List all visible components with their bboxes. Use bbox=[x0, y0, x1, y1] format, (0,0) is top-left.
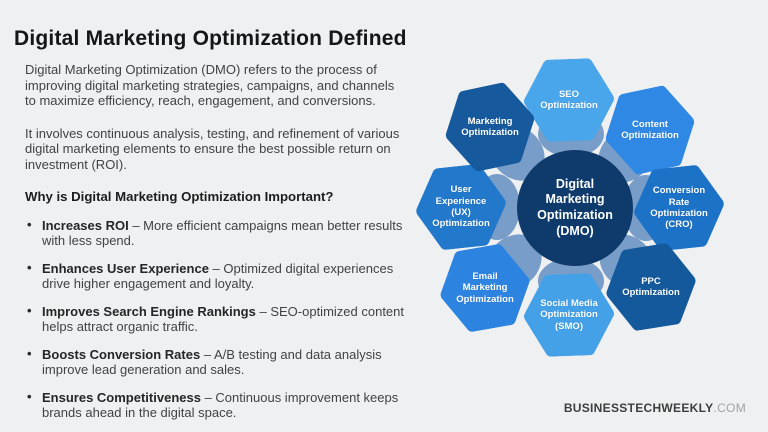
importance-heading: Why is Digital Marketing Optimization Im… bbox=[25, 189, 334, 204]
bullet-text: – Continuous improvement keeps brands ah… bbox=[42, 389, 399, 421]
bullet-title: Ensures Competitiveness bbox=[42, 389, 201, 405]
hex-seo-optimization: SEO Optimization bbox=[524, 58, 614, 142]
hex-label: Content Optimization bbox=[621, 118, 679, 141]
bullet-text: – SEO-optimized content helps attract or… bbox=[42, 303, 405, 335]
bullet-title: Boosts Conversion Rates bbox=[42, 346, 201, 362]
bullet-text: – Optimized digital experiences drive hi… bbox=[42, 260, 394, 292]
bullet-title: Enhances User Experience bbox=[42, 260, 209, 276]
hex-ppc-optimization: PPC Optimization bbox=[606, 243, 696, 331]
list-item: Increases ROI – More efficient campaigns… bbox=[25, 217, 405, 249]
list-item: Ensures Competitiveness – Continuous imp… bbox=[25, 389, 405, 421]
intro-paragraph-1: Digital Marketing Optimization (DMO) ref… bbox=[25, 62, 395, 108]
hex-conversion-rate-optimization: Conversion Rate Optimization (CRO) bbox=[634, 165, 724, 251]
hex-label: PPC Optimization bbox=[622, 275, 680, 298]
bullet-title: Improves Search Engine Rankings bbox=[42, 303, 256, 319]
hexagon-shape bbox=[605, 85, 695, 175]
brand-domain: .COM bbox=[713, 401, 746, 415]
list-item: Boosts Conversion Rates – A/B testing an… bbox=[25, 346, 405, 378]
hexagon-shape bbox=[416, 164, 506, 250]
footer-brand: BUSINESSTECHWEEKLY.COM bbox=[564, 401, 746, 415]
center-node-label: Digital Marketing Optimization (DMO) bbox=[537, 176, 613, 238]
hex-label: Email Marketing Optimization bbox=[456, 270, 514, 305]
hex-label: Marketing Optimization bbox=[461, 115, 519, 138]
page-title: Digital Marketing Optimization Defined bbox=[14, 27, 407, 51]
hex-marketing-optimization: Marketing Optimization bbox=[445, 82, 535, 172]
hexagon-shape bbox=[445, 82, 535, 172]
hex-user-experience-optimization: User Experience (UX) Optimization bbox=[416, 164, 506, 250]
center-node-dmo: Digital Marketing Optimization (DMO) bbox=[517, 150, 633, 266]
hexagon-shape bbox=[440, 244, 530, 332]
hex-label: SEO Optimization bbox=[540, 88, 598, 111]
bullet-text: – A/B testing and data analysis improve … bbox=[42, 346, 382, 378]
bullet-title: Increases ROI bbox=[42, 217, 129, 233]
list-item: Enhances User Experience – Optimized dig… bbox=[25, 260, 405, 292]
intro-paragraph-2: It involves continuous analysis, testing… bbox=[25, 125, 400, 172]
hexagon-shape bbox=[606, 243, 696, 331]
benefits-list: Increases ROI – More efficient campaigns… bbox=[25, 217, 405, 421]
hex-content-optimization: Content Optimization bbox=[605, 85, 695, 175]
bullet-text: – More efficient campaigns mean better r… bbox=[42, 217, 403, 249]
hex-label: User Experience (UX) Optimization bbox=[432, 184, 490, 230]
list-item: Improves Search Engine Rankings – SEO-op… bbox=[25, 303, 405, 335]
hexagon-shape bbox=[524, 58, 614, 142]
hex-social-media-optimization: Social Media Optimization (SMO) bbox=[524, 273, 614, 357]
hex-email-marketing-optimization: Email Marketing Optimization bbox=[440, 244, 530, 332]
hex-label: Social Media Optimization (SMO) bbox=[540, 297, 598, 332]
hexagon-shape bbox=[524, 273, 614, 357]
brand-name: BUSINESSTECHWEEKLY bbox=[563, 401, 714, 415]
hex-label: Conversion Rate Optimization (CRO) bbox=[650, 185, 708, 231]
text-column: Digital Marketing Optimization (DMO) ref… bbox=[25, 62, 405, 432]
